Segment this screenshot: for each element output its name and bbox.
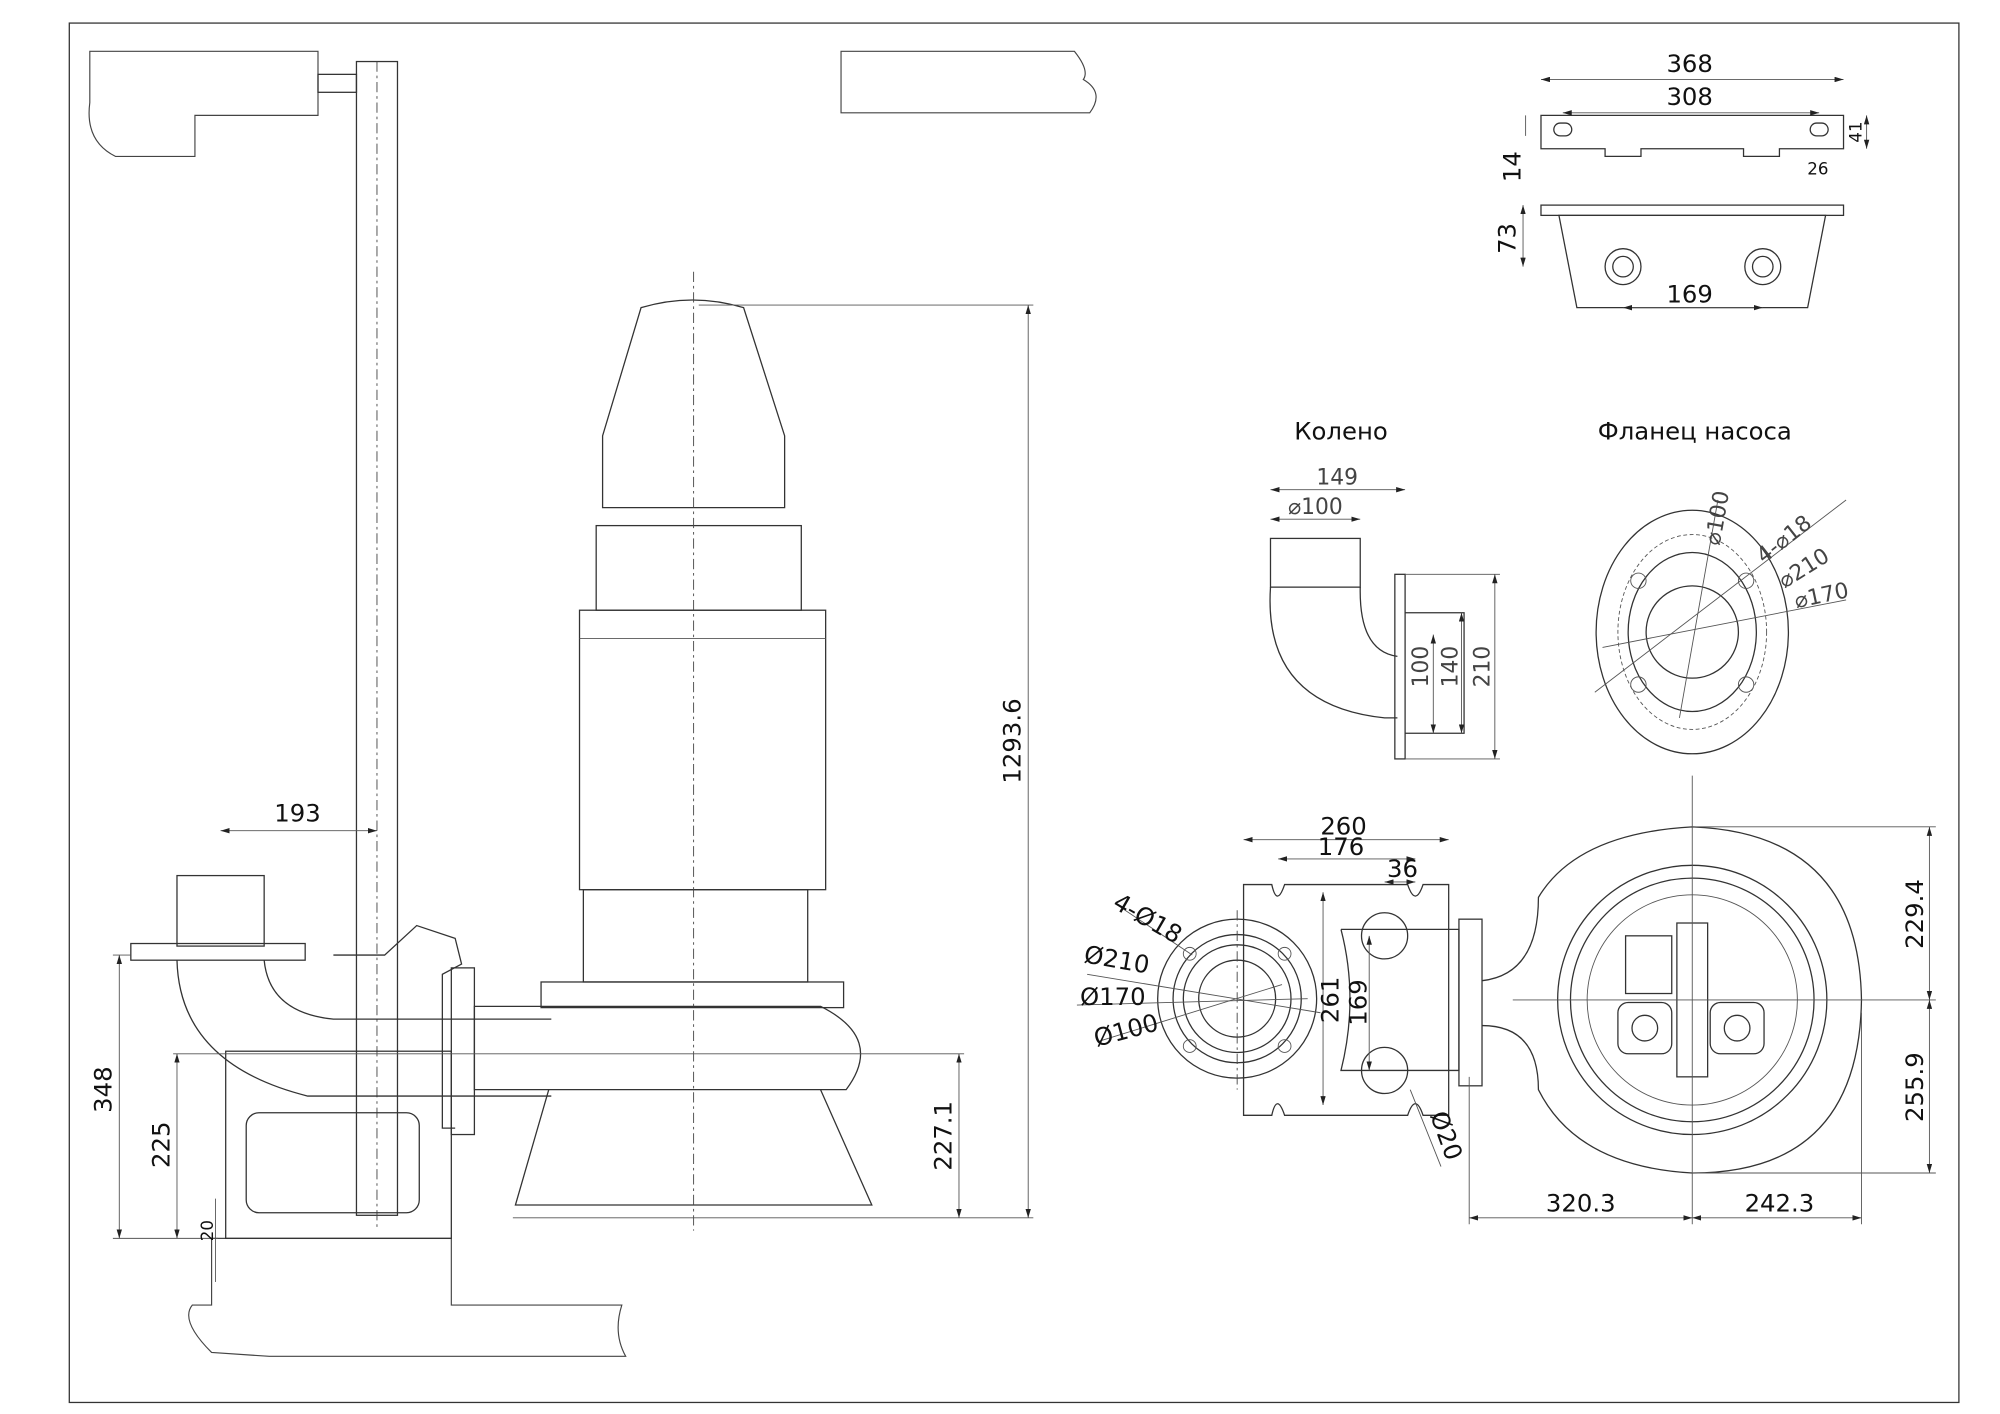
base-dim-169: 169: [1344, 979, 1373, 1025]
pump-flange-view: Фланец насоса ⌀100 4-⌀18 ⌀210 ⌀170: [1594, 417, 1851, 755]
base-dim-holes: 4-Ø18: [1108, 887, 1187, 949]
floor-slab: [188, 1237, 627, 1357]
ceiling-slab-right: [840, 50, 1097, 114]
base-dim-d170: Ø170: [1080, 982, 1146, 1011]
dim-73: 73: [1492, 223, 1521, 254]
pedestal: [225, 1050, 452, 1240]
flange-dim-d100: ⌀100: [1701, 489, 1735, 547]
pump-flange-title: Фланец насоса: [1598, 417, 1792, 446]
volute: [473, 1005, 862, 1091]
elbow-dim-149: 149: [1316, 466, 1358, 491]
drawing-border: [68, 22, 1960, 1404]
elbow-dim-210: 210: [1471, 646, 1496, 688]
base-dim-36: 36: [1387, 854, 1418, 883]
pump-dim-242-3: 242.3: [1745, 1188, 1815, 1217]
base-dim-d100: Ø100: [1091, 1008, 1162, 1053]
elbow-dim-d100: ⌀100: [1288, 495, 1343, 520]
pump-dim-229-4: 229.4: [1900, 879, 1929, 949]
dim-1293-6: 1293.6: [998, 698, 1027, 783]
base-plan-view: 260 176 36 4-Ø18 Ø210 Ø170 Ø100 261 169 …: [1076, 812, 1483, 1167]
dim-14: 14: [1497, 151, 1526, 182]
pump-plan-view: 229.4 255.9 320.3 242.3: [1468, 775, 1936, 1225]
dim-20: 20: [198, 1220, 217, 1241]
elbow-view: Колено 149 ⌀100 100 140 210: [1269, 417, 1500, 760]
ceiling-slab-left: [88, 50, 319, 157]
base-dim-d20: Ø20: [1424, 1107, 1468, 1164]
motor-housing: [578, 609, 827, 891]
dim-193: 193: [274, 799, 320, 828]
elbow-dim-100: 100: [1409, 646, 1434, 688]
dim-169: 169: [1666, 280, 1712, 309]
dim-308: 308: [1666, 82, 1712, 111]
dim-41: 41: [1846, 121, 1865, 142]
base-dim-260: 260: [1320, 812, 1366, 841]
main-pump-side-view: 193 1293.6 227.1 348 225 20: [88, 50, 1097, 1357]
top-bracket-view: 368 308 41 14 26 73 169: [1492, 49, 1870, 311]
pump-dim-255-9: 255.9: [1900, 1052, 1929, 1122]
base-dim-d210: Ø210: [1082, 940, 1152, 980]
dim-227-1: 227.1: [928, 1101, 957, 1171]
base-dim-176: 176: [1318, 832, 1364, 861]
dim-368: 368: [1666, 49, 1712, 78]
lifting-handle: [601, 299, 786, 509]
dim-225: 225: [146, 1122, 175, 1168]
elbow-dim-140: 140: [1439, 646, 1464, 688]
dim-26: 26: [1807, 159, 1828, 178]
elbow-title: Колено: [1294, 417, 1388, 446]
dim-348: 348: [89, 1066, 118, 1112]
pump-dim-320-3: 320.3: [1546, 1188, 1616, 1217]
base-dim-261: 261: [1315, 977, 1344, 1023]
